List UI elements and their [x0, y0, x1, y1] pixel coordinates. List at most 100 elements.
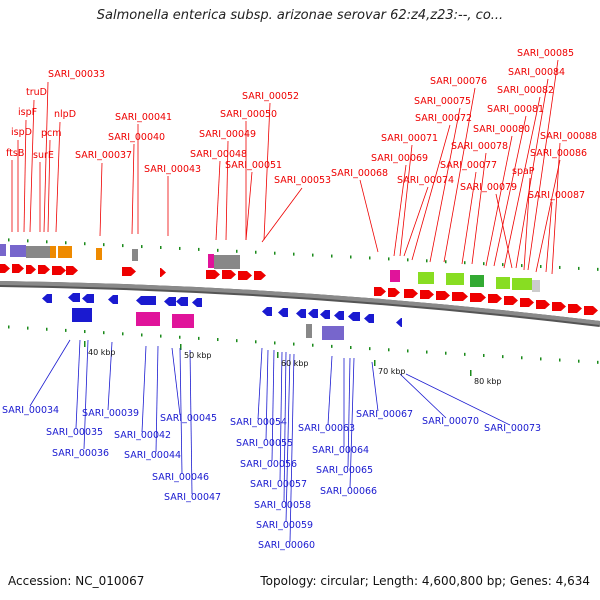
reverse-gene-label-leader — [405, 373, 511, 426]
forward-gene-label-leader — [225, 140, 229, 241]
forward-gene-label: surE — [33, 150, 54, 161]
tick-mark — [521, 356, 523, 360]
tick-mark — [293, 252, 295, 256]
reverse-gene-label-leader — [371, 361, 379, 412]
tick-mark — [350, 255, 352, 259]
reverse-cds-arrow — [164, 297, 176, 306]
forward-gene-label: ispF — [18, 107, 37, 118]
tick-mark — [331, 344, 333, 348]
forward-gene-label: SARI_00088 — [540, 131, 597, 142]
forward-gene-label: SARI_00050 — [220, 109, 277, 120]
reverse-gene-label: SARI_00059 — [256, 520, 313, 531]
forward-gene-label-leader — [403, 186, 429, 257]
reverse-gene-label-leader — [271, 349, 275, 462]
forward-gene-label-leader — [411, 124, 451, 261]
tick-mark — [312, 253, 314, 257]
tick-mark — [293, 342, 295, 346]
tick-mark — [141, 245, 143, 249]
tick-mark — [8, 238, 10, 242]
kbp-tick — [470, 370, 472, 376]
gene-labels: SARI_00033truDispFispDftsBpcmsurEnlpDSAR… — [2, 48, 597, 551]
forward-gene-label: pcm — [41, 128, 62, 139]
reverse-gene-label: SARI_00034 — [2, 405, 59, 416]
tick-mark — [445, 260, 447, 264]
reverse-cds-arrow — [296, 309, 306, 318]
tick-mark — [179, 246, 181, 250]
tick-mark — [521, 264, 523, 268]
forward-gene-label-leader — [55, 121, 61, 233]
feature-box — [72, 308, 92, 322]
forward-cds-arrow — [160, 268, 166, 277]
forward-gene-label: SARI_00049 — [199, 129, 256, 140]
forward-cds-arrow — [436, 291, 450, 300]
kbp-tick — [84, 341, 86, 347]
tick-mark — [179, 335, 181, 339]
forward-gene-label: SARI_00074 — [397, 175, 454, 186]
genome-backbone — [0, 281, 600, 327]
forward-gene-label: SARI_00040 — [108, 132, 165, 143]
tick-mark — [84, 242, 86, 246]
forward-gene-label-leader — [495, 193, 513, 269]
reverse-cds-arrow — [364, 314, 374, 323]
feature-box — [36, 246, 50, 258]
reverse-cds-arrow — [68, 293, 80, 302]
forward-gene-label: SARI_00051 — [225, 160, 282, 171]
reverse-cds-arrow — [262, 307, 272, 316]
forward-gene-label: ispD — [11, 127, 32, 138]
kbp-tick — [277, 352, 279, 358]
backbone-line — [0, 281, 600, 325]
forward-gene-label: SARI_00079 — [460, 182, 517, 193]
forward-gene-label: nlpD — [54, 109, 76, 120]
reverse-cds-arrow — [396, 318, 402, 327]
reverse-gene-label-leader — [289, 353, 295, 543]
tick-mark — [407, 349, 409, 353]
reverse-gene-label: SARI_00064 — [312, 445, 369, 456]
forward-cds-arrow — [584, 306, 598, 315]
reverse-gene-label: SARI_00042 — [114, 430, 171, 441]
reverse-gene-label-leader — [265, 349, 269, 441]
forward-gene-label-leader — [443, 87, 476, 263]
tick-mark — [426, 350, 428, 354]
feature-box — [208, 254, 214, 268]
forward-gene-label: SARI_00081 — [487, 104, 544, 115]
reverse-cds-arrow — [192, 298, 202, 307]
reverse-gene-label: SARI_00044 — [124, 450, 181, 461]
tick-mark — [369, 347, 371, 351]
reverse-gene-label-leader — [189, 349, 193, 495]
reverse-gene-label-leader — [141, 345, 147, 433]
feature-box — [10, 245, 14, 257]
tick-mark — [559, 358, 561, 362]
reverse-gene-label: SARI_00073 — [484, 423, 541, 434]
tick-mark — [46, 327, 48, 331]
feature-box — [136, 312, 160, 326]
forward-gene-label-leader — [43, 81, 49, 233]
forward-gene-label-leader — [261, 187, 303, 243]
reverse-gene-label-leader — [257, 347, 263, 420]
feature-box — [96, 248, 102, 260]
feature-box — [496, 277, 510, 289]
reverse-gene-label-leader — [179, 347, 183, 475]
tick-mark — [274, 341, 276, 345]
forward-gene-label: SARI_00052 — [242, 91, 299, 102]
feature-box — [512, 278, 532, 290]
forward-gene-label: SARI_00077 — [440, 160, 497, 171]
forward-gene-label-leader — [493, 115, 527, 267]
forward-gene-label: SARI_00080 — [473, 124, 530, 135]
forward-gene-label-leader — [393, 164, 407, 257]
tick-mark — [426, 259, 428, 263]
forward-cds-arrow — [0, 264, 10, 273]
forward-gene-label: SARI_00053 — [274, 175, 331, 186]
tick-mark — [597, 360, 599, 364]
reverse-gene-label: SARI_00058 — [254, 500, 311, 511]
forward-gene-label-leader — [471, 152, 487, 265]
tick-mark — [445, 351, 447, 355]
tick-mark — [8, 325, 10, 329]
forward-gene-label: SARI_00043 — [144, 164, 201, 175]
kbp-label: 70 kbp — [378, 367, 406, 376]
forward-gene-label-leader — [245, 171, 253, 241]
forward-cds-arrow — [520, 298, 534, 307]
tick-mark — [255, 250, 257, 254]
tick-mark — [141, 333, 143, 337]
reverse-gene-label: SARI_00039 — [82, 408, 139, 419]
tick-mark — [160, 334, 162, 338]
